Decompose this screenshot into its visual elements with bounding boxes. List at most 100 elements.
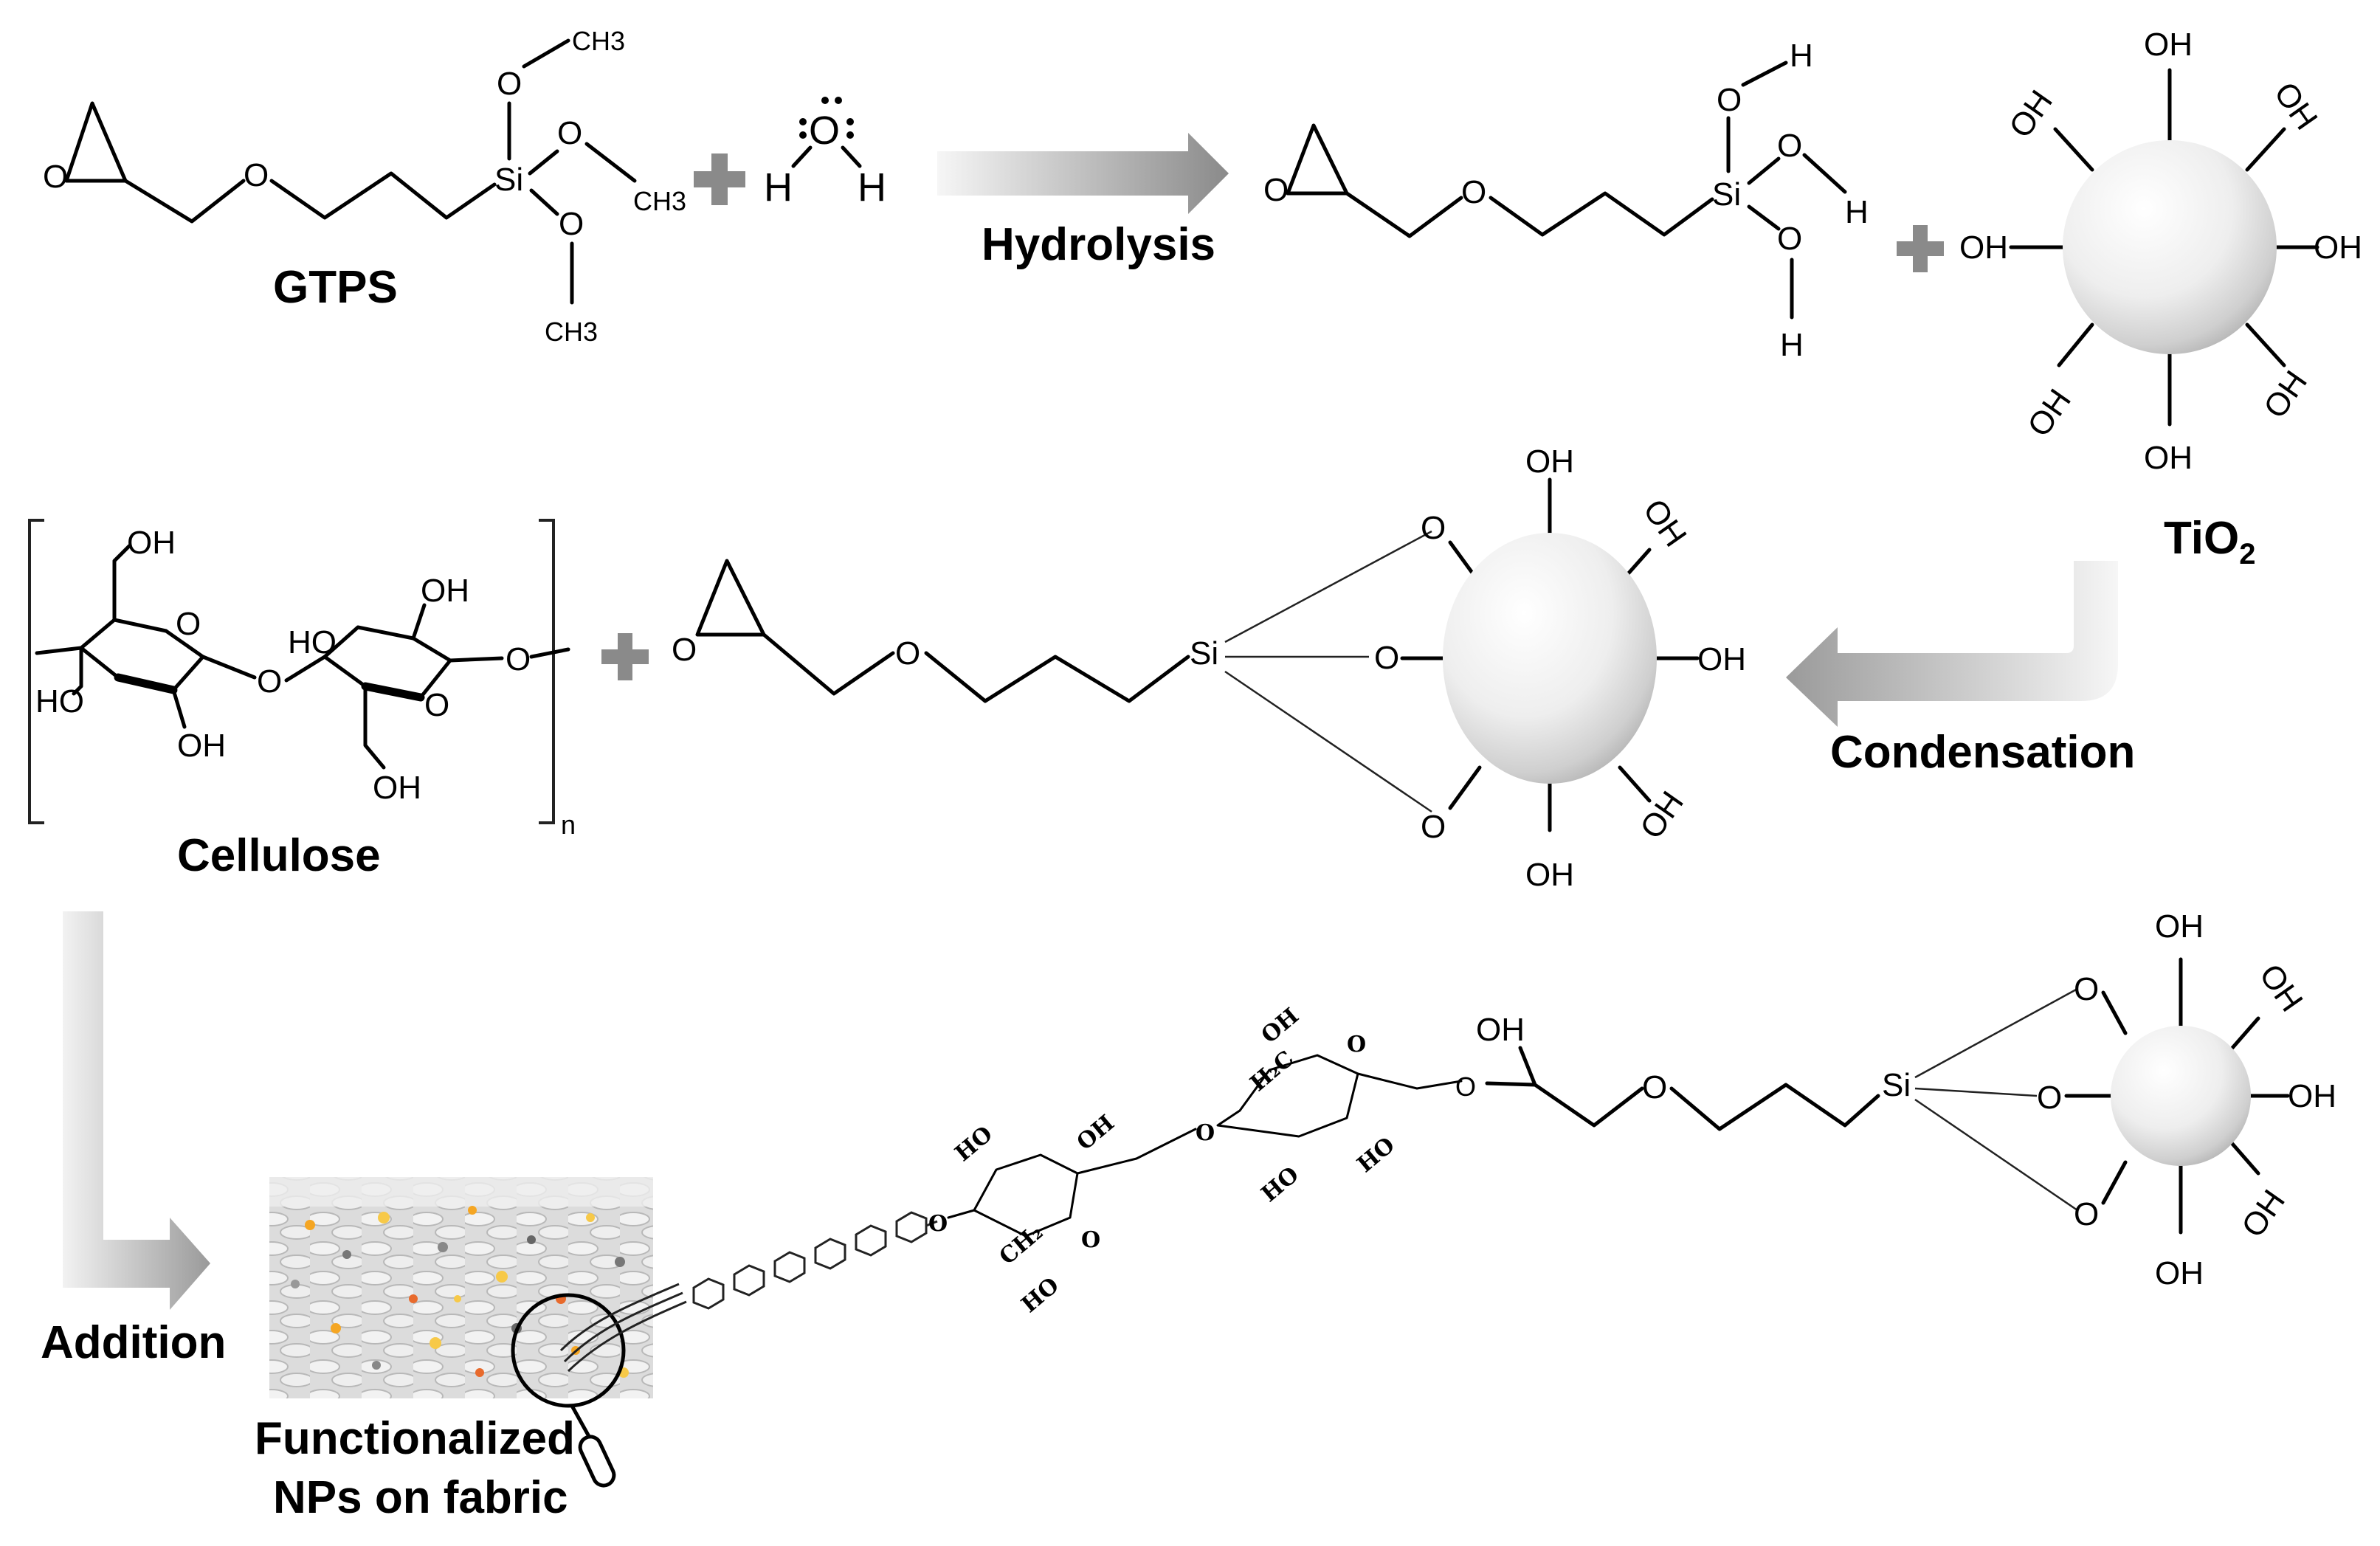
fabric-caption-line1: Functionalized xyxy=(255,1413,575,1464)
hydroxyl-label: HO xyxy=(1353,1132,1400,1178)
atom-si: Si xyxy=(494,162,523,198)
atom-h: H xyxy=(764,165,793,210)
plus-sign xyxy=(601,633,649,680)
water-molecule: O H H xyxy=(764,97,886,210)
atom-o: O xyxy=(244,157,269,193)
hydroxyl-label: OH xyxy=(2155,908,2204,945)
tio2-nanoparticle: OH OH OH OH OH OH OH OH xyxy=(1959,27,2362,476)
cellulose-label: Cellulose xyxy=(177,830,381,881)
hydroxyl-label: OH xyxy=(1476,1012,1525,1048)
cellulose-structure: n OH O HO OH O HO OH O OH O xyxy=(28,519,576,840)
bridging-oxygen: O xyxy=(1196,1120,1215,1146)
methyl-label: CH3 xyxy=(633,186,686,216)
addition-label: Addition xyxy=(41,1317,226,1368)
repeat-unit-n: n xyxy=(561,810,576,840)
bridging-oxygen: O xyxy=(257,663,282,700)
magnifier-icon xyxy=(511,1293,626,1488)
atom-si: Si xyxy=(1190,635,1218,672)
atom-o: O xyxy=(1717,82,1742,118)
nanoparticle-dots xyxy=(291,1206,629,1378)
methylene-label: CH₂ xyxy=(995,1219,1049,1270)
atom-o: O xyxy=(1642,1069,1667,1105)
atom-o: O xyxy=(43,159,68,195)
bridging-oxygen: O xyxy=(928,1211,948,1237)
ring-oxygen: O xyxy=(1347,1032,1366,1057)
fabric-caption-line2: NPs on fabric xyxy=(273,1472,568,1523)
hydroxyl-label: OH xyxy=(1525,857,1574,893)
hydroxyl-label: OH xyxy=(177,728,226,764)
ring-oxygen: O xyxy=(424,687,449,723)
fiber-chain xyxy=(559,1211,938,1373)
atom-si: Si xyxy=(1712,176,1741,213)
atom-o: O xyxy=(1263,172,1289,208)
hydroxyl-label: OH xyxy=(127,525,176,561)
hydroxyl-label: OH xyxy=(2002,84,2060,145)
hydroxyl-label: OH xyxy=(2314,230,2362,266)
atom-o: O xyxy=(1777,128,1802,164)
atom-o: O xyxy=(1421,809,1446,845)
hydroxyl-label: OH xyxy=(373,770,421,806)
ring-oxygen: O xyxy=(176,606,201,642)
hydroxyl-label: OH xyxy=(1697,641,1746,677)
atom-o: O xyxy=(497,66,522,102)
hydroxyl-label: OH xyxy=(2021,383,2078,444)
tio2-label: TiO2 xyxy=(2164,513,2255,570)
atom-h: H xyxy=(1845,194,1869,230)
hydroxyl-label: HO xyxy=(1017,1272,1064,1318)
hydrolysis-arrow xyxy=(937,133,1229,214)
condensation-label: Condensation xyxy=(1830,727,2135,778)
atom-o: O xyxy=(1421,510,1446,546)
hydrolysis-label: Hydrolysis xyxy=(982,219,1215,270)
silane-functionalized-tio2: O O Si O O O OH OH OH OH OH xyxy=(672,444,1746,893)
gtps-label: GTPS xyxy=(273,262,398,313)
atom-o: O xyxy=(895,635,920,672)
atom-o: O xyxy=(557,115,582,151)
hydroxyl-label: OH xyxy=(1257,1003,1304,1049)
atom-h: H xyxy=(1790,38,1813,74)
gtps-molecule: O O Si O CH3 O CH3 O CH3 xyxy=(43,26,686,347)
atom-o: O xyxy=(1374,640,1399,676)
hydroxyl-label: OH xyxy=(1959,230,2008,266)
atom-o: O xyxy=(809,108,840,153)
plus-sign xyxy=(694,153,745,205)
hydroxyl-label: OH xyxy=(2257,365,2314,425)
ring-oxygen: O xyxy=(1081,1227,1100,1253)
atom-o: O xyxy=(672,632,697,668)
methylene-label: H₂C xyxy=(1246,1046,1300,1097)
atom-h: H xyxy=(858,165,886,210)
hydroxyl-label: OH xyxy=(2144,27,2193,63)
hydroxyl-label: OH xyxy=(2267,76,2325,137)
methyl-label: CH3 xyxy=(545,317,598,347)
hydroxyl-label: OH xyxy=(2144,440,2193,476)
hydroxyl-label: OH xyxy=(1525,444,1574,480)
bottom-tio2-nanoparticle: O O O OH OH OH OH OH xyxy=(1914,908,2336,1291)
atom-o: O xyxy=(2074,971,2099,1007)
hydroxyl-label: OH xyxy=(2155,1255,2204,1291)
bridging-oxygen: O xyxy=(1455,1071,1476,1102)
hydroxyl-label: HO xyxy=(288,624,337,660)
atom-o: O xyxy=(2074,1196,2099,1232)
hydroxyl-label: HO xyxy=(35,683,84,719)
hydroxyl-label: OH xyxy=(1636,493,1694,553)
hydroxyl-label: OH xyxy=(2288,1078,2336,1114)
fabric-image xyxy=(269,1177,653,1398)
atom-h: H xyxy=(1780,327,1804,363)
hydroxyl-label: OH xyxy=(2235,1184,2292,1244)
bridging-oxygen: O xyxy=(506,641,531,677)
hydroxyl-label: OH xyxy=(2252,958,2310,1018)
atom-o: O xyxy=(2037,1080,2062,1116)
hydroxyl-label: HO xyxy=(951,1121,998,1167)
hydroxyl-label: HO xyxy=(1257,1162,1304,1207)
atom-si: Si xyxy=(1882,1067,1911,1103)
hydroxyl-label: OH xyxy=(421,573,469,609)
addition-arrow xyxy=(63,911,210,1310)
atom-o: O xyxy=(1777,221,1802,257)
methyl-label: CH3 xyxy=(572,26,625,56)
grafted-cellulose-chain: O HO OH O CH₂ HO O OH H₂C HO HO O O OH O… xyxy=(928,1003,1911,1318)
hydroxyl-label: OH xyxy=(1072,1110,1120,1156)
atom-o: O xyxy=(1461,174,1486,210)
atom-o: O xyxy=(559,206,584,242)
plus-sign xyxy=(1897,225,1944,272)
hydrolyzed-silane-molecule: O O Si O H O H O H xyxy=(1263,38,1869,363)
